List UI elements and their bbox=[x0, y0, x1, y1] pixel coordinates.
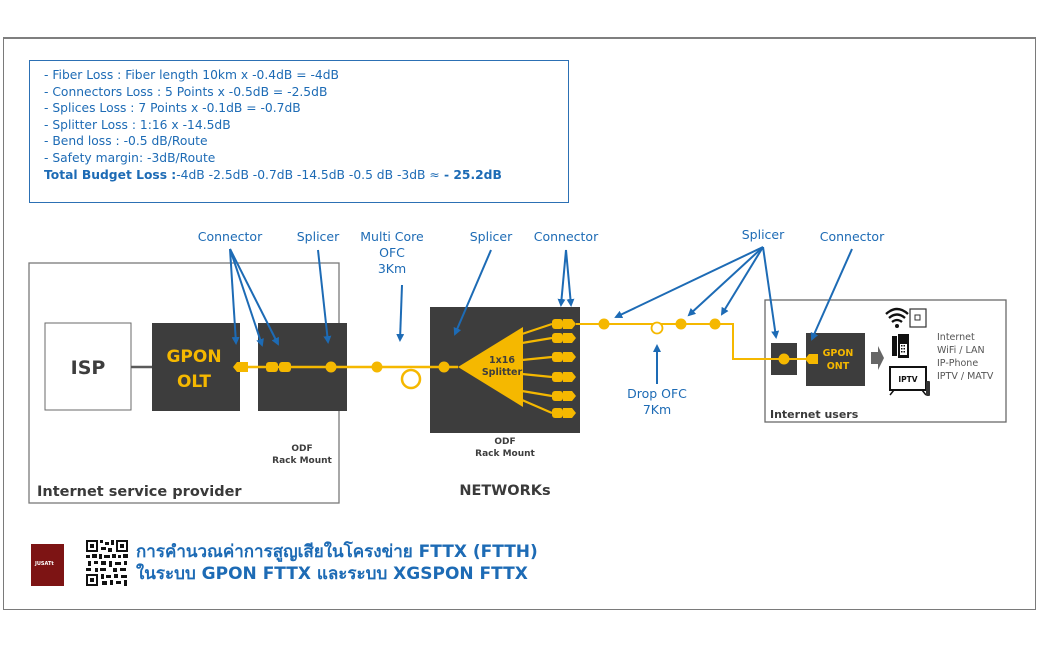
splitter-outputs bbox=[521, 322, 553, 415]
annot-drop-2: 7Km bbox=[643, 402, 671, 417]
iptv-icon bbox=[889, 366, 930, 396]
annot-multicore-2: OFC bbox=[379, 245, 405, 260]
wifi-icon bbox=[885, 307, 909, 328]
user-splice bbox=[778, 353, 790, 365]
lan-socket-icon bbox=[909, 308, 927, 328]
legend-bend-loss: - Bend loss : -0.5 dB/Route bbox=[44, 134, 208, 149]
annot-drop-1: Drop OFC bbox=[627, 386, 687, 401]
drop-bend-loop bbox=[650, 321, 664, 335]
fiber-bend-loop bbox=[400, 368, 422, 390]
odf2-splice bbox=[438, 361, 450, 373]
odf1-label-line2: Rack Mount bbox=[272, 456, 332, 466]
footer-title-line2: ในระบบ GPON FTTX และระบบ XGSPON FTTX bbox=[136, 564, 528, 584]
annot-multicore-1: Multi Core bbox=[360, 229, 424, 244]
annotation-arrows bbox=[229, 246, 853, 384]
splitter-label-line2: Splitter bbox=[482, 367, 523, 378]
legend-fiber-loss: - Fiber Loss : Fiber length 10km x -0.4d… bbox=[44, 68, 339, 82]
legend-connectors-loss: - Connectors Loss : 5 Points x -0.5dB = … bbox=[44, 84, 328, 99]
ont-label-line1: GPON bbox=[823, 348, 854, 359]
odf2-label-line1: ODF bbox=[494, 437, 515, 447]
ip-phone-icon bbox=[892, 334, 909, 358]
annot-connector-3: Connector bbox=[820, 229, 885, 244]
odf2-label-line2: Rack Mount bbox=[475, 449, 535, 459]
legend-total-label: Total Budget Loss : bbox=[44, 167, 177, 182]
service-wifi-lan: WiFi / LAN bbox=[937, 345, 985, 356]
splitter-label-line1: 1x16 bbox=[489, 355, 515, 366]
annot-splicer-2: Splicer bbox=[470, 229, 513, 244]
annot-splicer-1: Splicer bbox=[297, 229, 340, 244]
odf1-connectors bbox=[266, 362, 291, 372]
ont-output-arrow-icon bbox=[871, 346, 884, 370]
legend-splices-loss: - Splices Loss : 7 Points x -0.1dB = -0.… bbox=[44, 101, 301, 116]
service-ip-phone: IP-Phone bbox=[937, 358, 978, 369]
annot-connector-2: Connector bbox=[534, 229, 599, 244]
splitter-1x16 bbox=[458, 327, 523, 407]
service-list: Internet WiFi / LAN IP-Phone IPTV / MATV bbox=[937, 332, 994, 382]
drop-splice-2 bbox=[675, 318, 687, 330]
legend-total-terms: -4dB -2.5dB -0.7dB -14.5dB -0.5 dB -3dB … bbox=[176, 167, 440, 182]
qr-code-icon bbox=[85, 539, 129, 587]
service-iptv-matv: IPTV / MATV bbox=[937, 371, 994, 382]
isp-zone-label: Internet service provider bbox=[37, 484, 242, 500]
ont-connector bbox=[805, 354, 818, 364]
users-zone-label: Internet users bbox=[770, 408, 859, 421]
legend-splitter-loss: - Splitter Loss : 1:16 x -14.5dB bbox=[44, 117, 231, 132]
legend-total: Total Budget Loss :-4dB -2.5dB -0.7dB -1… bbox=[44, 167, 568, 184]
gpon-olt bbox=[152, 323, 240, 411]
legend-safety-margin: - Safety margin: -3dB/Route bbox=[44, 150, 216, 165]
splitter-connectors bbox=[552, 319, 576, 418]
iptv-icon-label: IPTV bbox=[898, 375, 917, 384]
annot-connector-1: Connector bbox=[198, 229, 263, 244]
isp-label: ISP bbox=[71, 357, 106, 379]
drop-splice-1 bbox=[598, 318, 610, 330]
odf1-label-line1: ODF bbox=[291, 444, 312, 454]
footer-title: การคำนวณค่าการสูญเสียในโครงข่าย FTTX (FT… bbox=[136, 541, 538, 585]
annot-splicer-3: Splicer bbox=[742, 227, 785, 242]
olt-label-line2: OLT bbox=[177, 372, 211, 392]
users-zone bbox=[764, 299, 1007, 423]
annot-multicore-3: 3Km bbox=[378, 261, 406, 276]
service-internet: Internet bbox=[937, 332, 975, 343]
legend-total-value: - 25.2dB bbox=[439, 167, 502, 182]
olt-connector bbox=[233, 362, 248, 372]
loss-budget-legend: - Fiber Loss : Fiber length 10km x -0.4d… bbox=[29, 60, 569, 203]
ofc-splice bbox=[371, 361, 383, 373]
footer-title-line1: การคำนวณค่าการสูญเสียในโครงข่าย FTTX (FT… bbox=[136, 542, 538, 562]
olt-label-line1: GPON bbox=[166, 347, 221, 367]
jusatt-logo: JUSATt bbox=[31, 544, 64, 586]
logo-text: JUSATt bbox=[35, 561, 54, 567]
networks-zone-label: NETWORKs bbox=[459, 483, 550, 499]
isp-box bbox=[44, 322, 132, 411]
ont-label-line2: ONT bbox=[827, 361, 850, 372]
drop-splice-3 bbox=[709, 318, 721, 330]
odf1-splice bbox=[325, 361, 337, 373]
